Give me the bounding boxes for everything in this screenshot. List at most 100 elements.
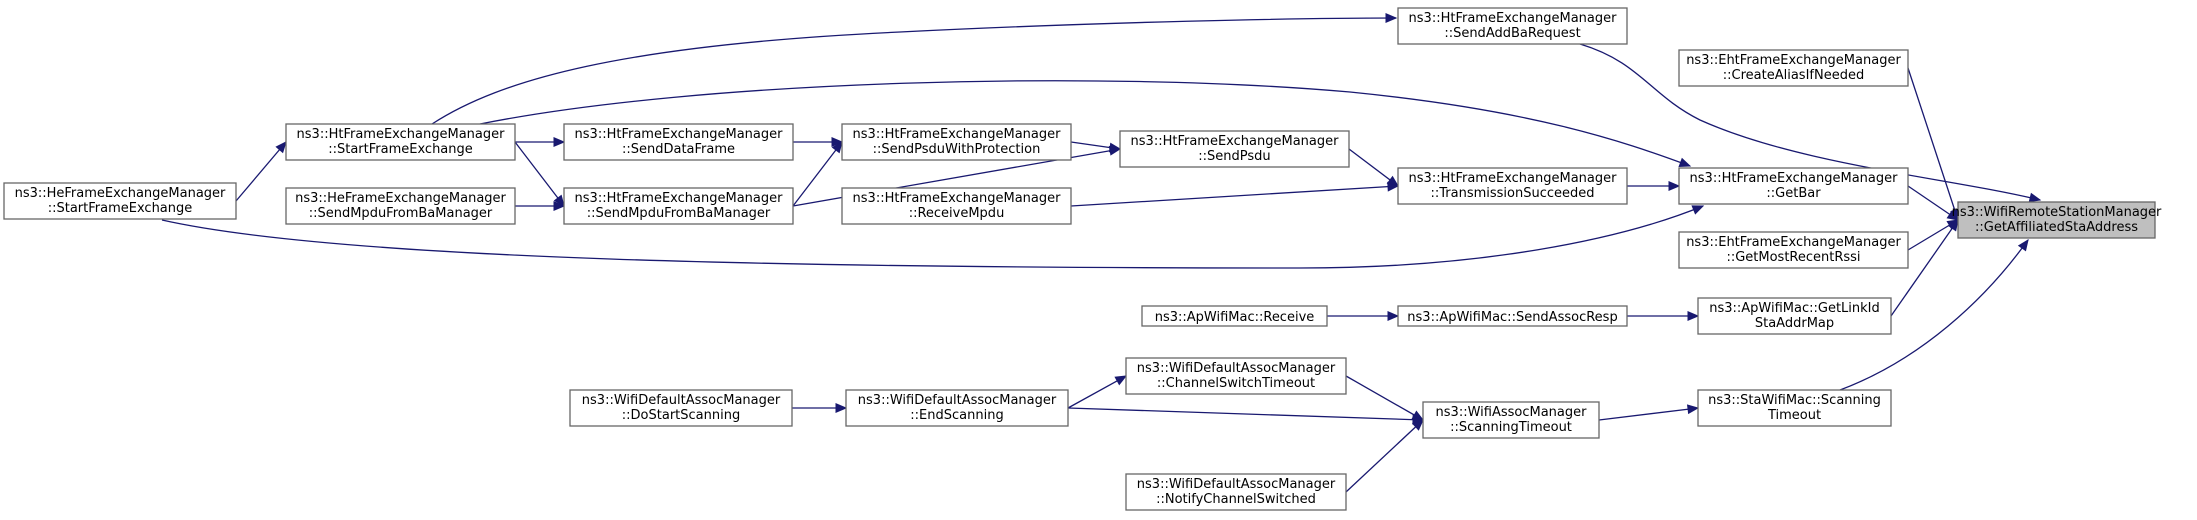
node-box bbox=[1397, 7, 1628, 45]
node-box bbox=[1397, 167, 1628, 205]
edge-ht_send_mpdu_ba-to-send_psdu_prot bbox=[792, 140, 843, 207]
node-box bbox=[1678, 231, 1909, 269]
node-get-affiliated[interactable]: ns3::WifiRemoteStationManager::GetAffili… bbox=[1952, 201, 2162, 239]
edge-receive_mpdu-to-tx_succeeded bbox=[1070, 181, 1400, 207]
node-eht-create-alias[interactable]: ns3::EhtFrameExchangeManager::CreateAlia… bbox=[1678, 49, 1909, 87]
node-label-line2: ::GetAffiliatedStaAddress bbox=[1975, 220, 2138, 235]
node-label-line2: ::SendAddBaRequest bbox=[1444, 26, 1580, 41]
node-tx-succeeded[interactable]: ns3::HtFrameExchangeManager::Transmissio… bbox=[1397, 167, 1628, 205]
node-label-line2: ::SendPsdu bbox=[1198, 149, 1270, 164]
node-box bbox=[569, 389, 793, 427]
node-label-line2: ::DoStartScanning bbox=[622, 408, 740, 423]
node-box bbox=[1125, 473, 1347, 511]
node-label-line1: ns3::WifiDefaultAssocManager bbox=[1137, 361, 1336, 376]
edge-he_start_fe-to-ht_start_fe bbox=[235, 141, 287, 202]
edge-end_scanning-to-assoc_scanning_timeout bbox=[1067, 407, 1425, 425]
node-do-start-scanning[interactable]: ns3::WifiDefaultAssocManager::DoStartSca… bbox=[569, 389, 793, 427]
node-get-bar[interactable]: ns3::HtFrameExchangeManager::GetBar bbox=[1678, 167, 1909, 205]
node-box bbox=[1422, 401, 1600, 439]
node-send-assoc-resp[interactable]: ns3::ApWifiMac::SendAssocResp bbox=[1397, 305, 1628, 327]
node-channel-switch-timeout[interactable]: ns3::WifiDefaultAssocManager::ChannelSwi… bbox=[1125, 357, 1347, 395]
node-end-scanning[interactable]: ns3::WifiDefaultAssocManager::EndScannin… bbox=[845, 389, 1069, 427]
node-label-line2: ::SendMpduFromBaManager bbox=[587, 206, 771, 221]
node-he-send-mpdu-ba[interactable]: ns3::HeFrameExchangeManager::SendMpduFro… bbox=[285, 187, 516, 225]
edge-assoc_scanning_timeout-to-sta_scanning bbox=[1598, 404, 1700, 421]
node-label-line1: ns3::ApWifiMac::Receive bbox=[1155, 310, 1315, 325]
node-he-start-fe[interactable]: ns3::HeFrameExchangeManager::StartFrameE… bbox=[3, 182, 237, 220]
node-sta-scanning[interactable]: ns3::StaWifiMac::ScanningTimeout bbox=[1697, 389, 1892, 427]
node-box bbox=[1678, 167, 1909, 205]
node-box bbox=[563, 123, 794, 161]
node-box bbox=[1957, 201, 2156, 239]
node-label-line1: ns3::ApWifiMac::SendAssocResp bbox=[1407, 310, 1617, 325]
node-ap-receive[interactable]: ns3::ApWifiMac::Receive bbox=[1141, 305, 1328, 327]
edge-do_start_scanning-to-end_scanning bbox=[792, 403, 848, 413]
node-assoc-scanning-timeout[interactable]: ns3::WifiAssocManager::ScanningTimeout bbox=[1422, 401, 1600, 439]
node-box bbox=[1697, 297, 1892, 335]
node-label-line2: ::EndScanning bbox=[910, 408, 1003, 423]
node-send-data-frame[interactable]: ns3::HtFrameExchangeManager::SendDataFra… bbox=[563, 123, 794, 161]
node-label-line1: ns3::HtFrameExchangeManager bbox=[297, 127, 506, 142]
edge-tx_succeeded-to-get_bar bbox=[1627, 181, 1681, 191]
node-label-line2: StaAddrMap bbox=[1755, 316, 1834, 331]
node-eht-recent-rssi[interactable]: ns3::EhtFrameExchangeManager::GetMostRec… bbox=[1678, 231, 1909, 269]
node-label-line1: ns3::WifiDefaultAssocManager bbox=[1137, 477, 1336, 492]
node-label-line2: ::ChannelSwitchTimeout bbox=[1157, 376, 1315, 391]
node-label-line1: ns3::WifiDefaultAssocManager bbox=[582, 393, 781, 408]
node-label-line2: ::ReceiveMpdu bbox=[909, 206, 1005, 221]
node-label-line1: ns3::HtFrameExchangeManager bbox=[1690, 171, 1899, 186]
node-label-line2: ::StartFrameExchange bbox=[328, 142, 473, 157]
node-notify-channel-switched[interactable]: ns3::WifiDefaultAssocManager::NotifyChan… bbox=[1125, 473, 1347, 511]
node-label-line2: ::SendMpduFromBaManager bbox=[309, 206, 493, 221]
node-box bbox=[845, 389, 1069, 427]
node-box bbox=[1397, 305, 1628, 327]
node-label-line1: ns3::HtFrameExchangeManager bbox=[1409, 11, 1618, 26]
edge-ht_start_fe-to-send_data_frame bbox=[515, 137, 566, 147]
node-receive-mpdu[interactable]: ns3::HtFrameExchangeManager::ReceiveMpdu bbox=[841, 187, 1072, 225]
node-label-line2: ::NotifyChannelSwitched bbox=[1156, 492, 1316, 507]
node-label-line1: ns3::WifiAssocManager bbox=[1436, 405, 1588, 420]
edge-channel_switch_timeout-to-assoc_scanning_timeout bbox=[1345, 375, 1425, 421]
nodes-layer: ns3::WifiRemoteStationManager::GetAffili… bbox=[3, 7, 2162, 511]
node-send-psdu-prot[interactable]: ns3::HtFrameExchangeManager::SendPsduWit… bbox=[841, 123, 1072, 161]
edge-send_psdu-to-tx_succeeded bbox=[1348, 148, 1400, 187]
node-label-line1: ns3::EhtFrameExchangeManager bbox=[1686, 53, 1901, 68]
edge-sta_scanning-to-get_affiliated bbox=[1839, 238, 2029, 391]
node-label-line1: ns3::HeFrameExchangeManager bbox=[295, 191, 506, 206]
node-label-line1: ns3::HtFrameExchangeManager bbox=[1409, 171, 1618, 186]
node-label-line1: ns3::EhtFrameExchangeManager bbox=[1686, 235, 1901, 250]
edge-send_addba-to-get_affiliated bbox=[1579, 43, 2042, 203]
node-box bbox=[1697, 389, 1892, 427]
node-label-line1: ns3::WifiDefaultAssocManager bbox=[858, 393, 1057, 408]
node-label-line2: Timeout bbox=[1767, 408, 1821, 423]
node-label-line2: ::SendPsduWithProtection bbox=[873, 142, 1041, 157]
edge-he_start_fe-to-get_bar bbox=[161, 205, 1705, 269]
node-label-line1: ns3::ApWifiMac::GetLinkId bbox=[1709, 301, 1880, 316]
node-send-addba[interactable]: ns3::HtFrameExchangeManager::SendAddBaRe… bbox=[1397, 7, 1628, 45]
node-label-line2: ::StartFrameExchange bbox=[48, 201, 193, 216]
edge-get_bar-to-get_affiliated bbox=[1907, 185, 1960, 221]
node-ht-send-mpdu-ba[interactable]: ns3::HtFrameExchangeManager::SendMpduFro… bbox=[563, 187, 794, 225]
node-send-psdu[interactable]: ns3::HtFrameExchangeManager::SendPsdu bbox=[1119, 130, 1350, 168]
edge-ap_linkid-to-get_affiliated bbox=[1890, 218, 1959, 317]
node-label-line1: ns3::HtFrameExchangeManager bbox=[853, 191, 1062, 206]
node-box bbox=[841, 187, 1072, 225]
node-label-line2: ::GetBar bbox=[1766, 186, 1821, 201]
node-label-line1: ns3::HtFrameExchangeManager bbox=[575, 191, 784, 206]
edge-he_send_mpdu_ba-to-ht_send_mpdu_ba bbox=[515, 201, 566, 211]
node-ht-start-fe[interactable]: ns3::HtFrameExchangeManager::StartFrameE… bbox=[285, 123, 516, 161]
node-label-line1: ns3::HtFrameExchangeManager bbox=[853, 127, 1062, 142]
node-label-line2: ::CreateAliasIfNeeded bbox=[1723, 68, 1864, 83]
node-label-line1: ns3::HeFrameExchangeManager bbox=[15, 186, 226, 201]
node-label-line2: ::TransmissionSucceeded bbox=[1430, 186, 1594, 201]
edge-ht_start_fe-to-ht_send_mpdu_ba bbox=[514, 141, 565, 208]
node-label-line2: ::ScanningTimeout bbox=[1450, 420, 1572, 435]
node-box bbox=[1141, 305, 1328, 327]
node-box bbox=[841, 123, 1072, 161]
edge-end_scanning-to-channel_switch_timeout bbox=[1067, 375, 1128, 409]
edge-eht_create_alias-to-get_affiliated bbox=[1907, 67, 1960, 222]
node-label-line1: ns3::StaWifiMac::Scanning bbox=[1708, 393, 1881, 408]
node-label-line1: ns3::HtFrameExchangeManager bbox=[575, 127, 784, 142]
